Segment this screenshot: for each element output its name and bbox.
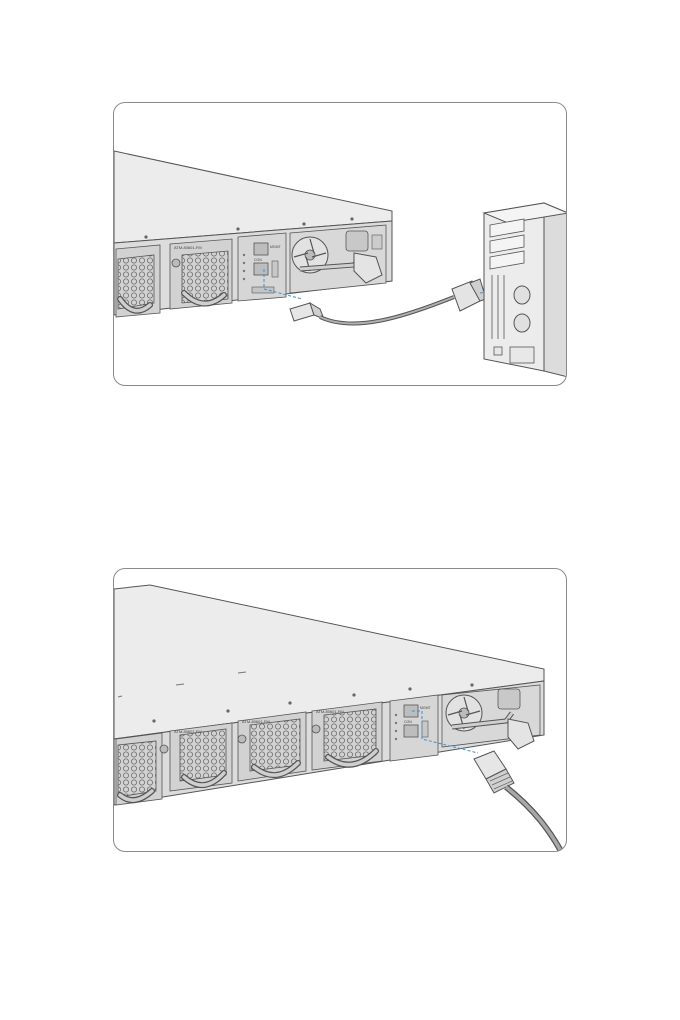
fan-module-2: ATM-80601-FM (238, 712, 306, 781)
fan-module-3: ATM-80601-FM (312, 702, 382, 770)
console-port-label: CON (404, 720, 412, 724)
mgmt-port (404, 705, 418, 717)
console-port-label: CON (254, 258, 262, 262)
console-cable-db9-end (452, 279, 486, 311)
module-label: ATM-80601-FM (174, 245, 202, 250)
mgmt-port-label: MGMT (420, 706, 432, 710)
figure-console-connection: ATM-80601-FM MGMT CON (113, 102, 567, 386)
power-supply (290, 225, 386, 293)
mgmt-port-label: MGMT (270, 245, 282, 249)
figure-management-ethernet-connection: ATM-80601-FM ATM-80601-FM ATM-80601-FM (113, 568, 567, 852)
pc-tower (484, 203, 567, 377)
management-ethernet-illustration: ATM-80601-FM ATM-80601-FM ATM-80601-FM (114, 569, 567, 852)
console-connection-illustration: ATM-80601-FM MGMT CON (114, 103, 567, 386)
console-cable-rj45-end (290, 303, 324, 321)
management-module: MGMT CON (238, 233, 286, 301)
power-supply (442, 685, 540, 749)
power-inlet (498, 689, 520, 709)
console-port (254, 263, 268, 275)
ethernet-cable (506, 787, 562, 852)
fan-module-left (116, 245, 160, 317)
fan-module-labeled: ATM-80601-FM (170, 239, 232, 309)
power-inlet (346, 231, 368, 251)
management-module: MGMT CON (390, 695, 438, 761)
fan-module-1: ATM-80601-FM (160, 723, 232, 791)
fan-module-left (116, 733, 162, 805)
